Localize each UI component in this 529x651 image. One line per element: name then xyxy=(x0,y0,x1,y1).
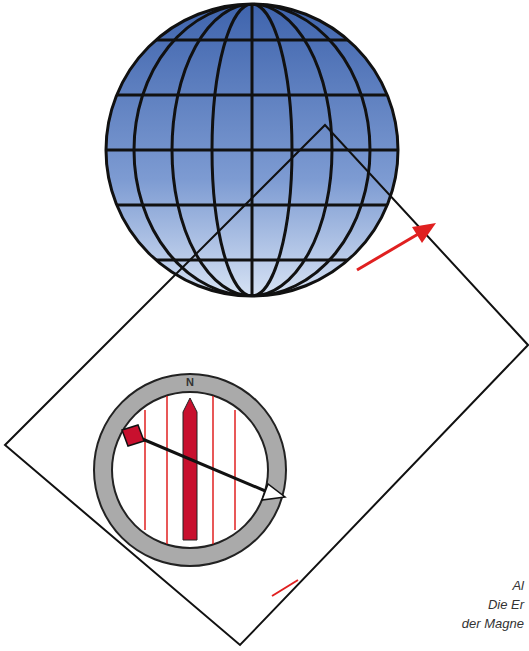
caption-fragment: der Magne xyxy=(462,616,524,631)
globe xyxy=(100,0,400,300)
baseplate xyxy=(5,125,528,645)
north-mark: N xyxy=(186,376,194,388)
caption-fragment: Al xyxy=(512,578,524,593)
caption-fragment: Die Er xyxy=(488,597,524,612)
compass xyxy=(94,374,286,566)
direction-arrow xyxy=(272,223,436,596)
